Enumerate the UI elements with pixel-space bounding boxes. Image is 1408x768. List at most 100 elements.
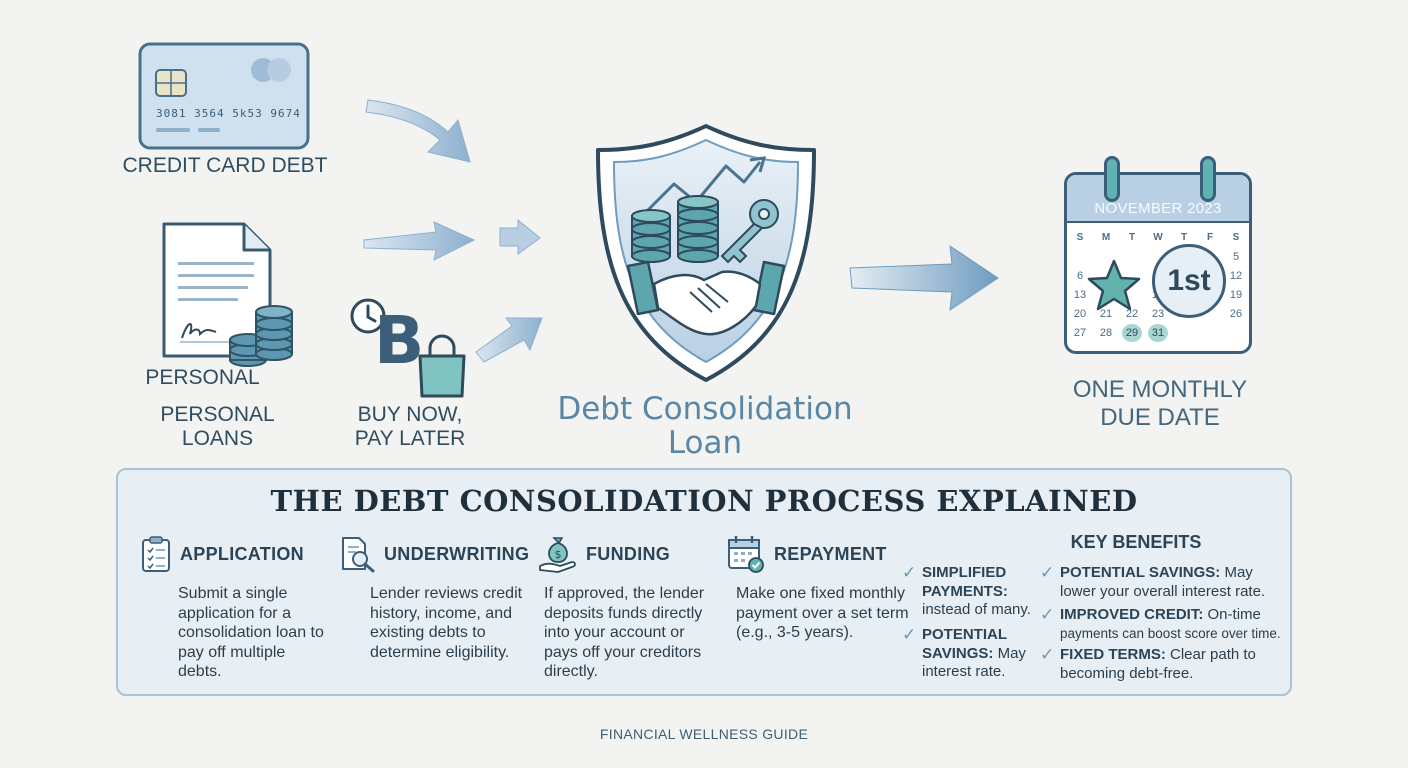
- benefit-bold: SIMPLIFIED: [922, 564, 1007, 581]
- benefit-fixed-terms: ✓ FIXED TERMS: Clear path to becoming de…: [1040, 645, 1306, 683]
- step-underwriting: UNDERWRITING Lender reviews credit histo…: [340, 534, 540, 662]
- process-title: THE DEBT CONSOLIDATION PROCESS EXPLAINED: [270, 484, 1138, 518]
- step-funding-line: into your account or: [544, 624, 685, 641]
- coin-stack-icon: [229, 305, 293, 367]
- loan-document-icon: [162, 222, 272, 358]
- calendar-day: 21: [1099, 308, 1113, 320]
- first-day-badge-text: 1st: [1167, 264, 1211, 297]
- calendar-grid: SMTWTFS561213161920212223242627282931: [1067, 223, 1249, 351]
- benefit-improved-credit: ✓ IMPROVED CREDIT: On-time payments can …: [1040, 605, 1306, 643]
- step-funding: $ FUNDING If approved, the lender deposi…: [538, 534, 728, 682]
- check-icon: ✓: [1040, 563, 1055, 582]
- step-repayment: REPAYMENT Make one fixed monthly payment…: [726, 534, 916, 643]
- clock-icon: [350, 298, 386, 334]
- benefit-bold: PAYMENTS:: [922, 582, 1008, 600]
- personal-loans-label-line2: LOANS: [181, 427, 254, 450]
- benefit-text: instead of many.: [922, 601, 1031, 618]
- check-icon: ✓: [902, 625, 917, 644]
- calendar-day: 31: [1148, 324, 1168, 342]
- calendar-day: 20: [1073, 308, 1087, 320]
- benefit-bold: POTENTIAL: [922, 626, 1007, 643]
- footer-text: FINANCIAL WELLNESS GUIDE: [599, 726, 809, 742]
- credit-card-icon: [138, 42, 310, 150]
- calendar-check-icon: [728, 536, 764, 573]
- benefit-text: payments can boost score over time.: [1060, 625, 1281, 641]
- calendar-weekday: T: [1128, 232, 1136, 243]
- step-application: APPLICATION Submit a single application …: [140, 534, 330, 682]
- step-underwriting-line: history, income, and: [370, 604, 512, 622]
- center-title-line2: Loan: [667, 425, 743, 461]
- calendar-weekday: M: [1101, 232, 1111, 243]
- step-underwriting-line: existing debts to: [370, 624, 486, 641]
- benefit-simplified-payments: ✓ SIMPLIFIED PAYMENTS: instead of many.: [902, 563, 1052, 620]
- step-repayment-line: Make one fixed monthly: [736, 585, 905, 602]
- step-funding-line: deposits funds directly: [544, 604, 703, 622]
- bnpl-label-line2: PAY LATER: [354, 427, 466, 450]
- calendar-ring-left: [1104, 156, 1120, 202]
- check-icon: ✓: [902, 563, 917, 582]
- benefit-bold: POTENTIAL SAVINGS:: [1060, 564, 1221, 581]
- star-icon: [1087, 259, 1141, 311]
- calendar-day: 29: [1122, 324, 1142, 342]
- process-panel: THE DEBT CONSOLIDATION PROCESS EXPLAINED…: [116, 468, 1292, 696]
- step-underwriting-title: UNDERWRITING: [384, 543, 530, 564]
- arrow-personal-loans: [363, 221, 476, 261]
- calendar-weekday: S: [1232, 232, 1240, 243]
- step-funding-line: If approved, the lender: [544, 585, 705, 602]
- benefit-potential-savings: ✓ POTENTIAL SAVINGS: May lower your over…: [1040, 563, 1306, 601]
- center-title-line1: Debt Consolidation: [557, 391, 853, 427]
- calendar-day: 23: [1151, 308, 1165, 320]
- calendar-day: 5: [1232, 251, 1240, 263]
- step-underwriting-line: determine eligibility.: [370, 643, 510, 661]
- bnpl-label-line1: BUY NOW,: [357, 403, 463, 426]
- benefit-bold: IMPROVED CREDIT:: [1060, 606, 1204, 623]
- center-title: Debt Consolidation Loan: [530, 392, 880, 460]
- first-day-badge: 1st: [1152, 244, 1226, 318]
- credit-card-debt-label: CREDIT CARD DEBT: [122, 154, 328, 177]
- calendar-day: 26: [1229, 308, 1243, 320]
- calendar-day: 12: [1229, 270, 1243, 282]
- step-application-line: pay off multiple debts.: [178, 643, 286, 681]
- shopping-bag-icon: [418, 334, 466, 398]
- shield-loan-icon: [596, 124, 816, 382]
- benefit-inline: Clear path to: [1170, 646, 1256, 663]
- calendar-weekday: S: [1076, 232, 1084, 243]
- check-icon: ✓: [1040, 605, 1055, 624]
- step-application-line: Submit a single: [178, 585, 288, 602]
- step-repayment-line: payment over a set term: [736, 604, 909, 622]
- calendar-weekday: T: [1180, 232, 1188, 243]
- due-date-label-line2: DUE DATE: [1100, 404, 1220, 431]
- benefit-text: interest rate.: [922, 663, 1006, 680]
- calendar-day: 28: [1099, 327, 1113, 339]
- benefit-bold: FIXED TERMS:: [1060, 646, 1166, 663]
- calendar-day: 6: [1076, 270, 1084, 282]
- benefit-text: becoming debt-free.: [1060, 664, 1194, 682]
- arrow-credit-card: [365, 99, 471, 163]
- personal-loans-label-line1: PERSONAL: [160, 403, 275, 426]
- calendar-day: 22: [1125, 308, 1139, 320]
- step-funding-line: pays off your creditors: [544, 643, 702, 661]
- calendar-weekday: W: [1153, 232, 1163, 243]
- calendar-ring-right: [1200, 156, 1216, 202]
- due-date-label: ONE MONTHLY DUE DATE: [1040, 376, 1280, 432]
- benefit-text: lower your overall interest rate.: [1060, 582, 1266, 600]
- calendar-month: NOVEMBER 2023: [1094, 200, 1222, 217]
- svg-text:$: $: [555, 548, 562, 561]
- step-funding-line: directly.: [544, 663, 598, 680]
- arrow-small: [499, 218, 541, 255]
- document-search-icon: [342, 537, 375, 573]
- arrow-to-calendar: [849, 244, 999, 312]
- bnpl-currency-icon: B: [374, 302, 425, 379]
- calendar-header: NOVEMBER 2023: [1067, 175, 1249, 223]
- benefit-inline: May: [1224, 564, 1253, 581]
- personal-label-top: PERSONAL: [145, 366, 260, 389]
- calendar-day: 13: [1073, 289, 1087, 301]
- calendar-day: 27: [1073, 327, 1087, 339]
- step-repayment-title: REPAYMENT: [774, 543, 887, 564]
- key-benefits-title: KEY BENEFITS: [1070, 532, 1202, 552]
- money-bag-hand-icon: $: [539, 537, 576, 573]
- step-application-line: application for a: [178, 604, 291, 622]
- step-application-title: APPLICATION: [180, 543, 304, 564]
- arrow-bnpl: [475, 317, 543, 363]
